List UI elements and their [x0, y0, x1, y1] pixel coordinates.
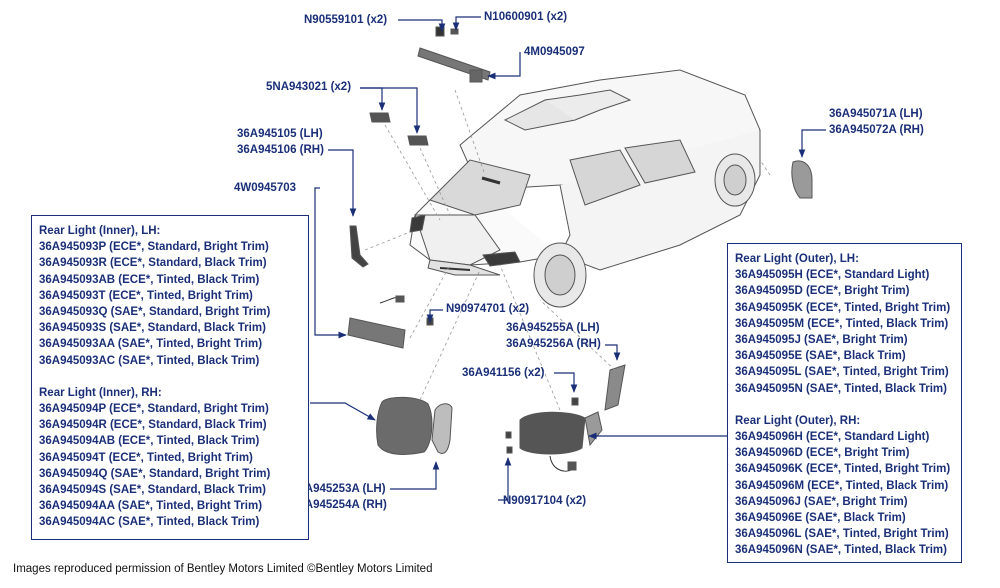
callout-5na943021: 5NA943021 (x2)	[266, 81, 352, 93]
outer-lh-title: Rear Light (Outer), LH:	[735, 253, 859, 265]
callout-n90974701: N90974701 (x2)	[446, 303, 530, 315]
callout-4m0945097: 4M0945097	[524, 46, 585, 58]
inner-rh-item: 36A945094AA (SAE*, Tinted, Bright Trim)	[39, 500, 263, 513]
callout-4w0945703: 4W0945703	[234, 182, 297, 194]
outer-rh-item: 36A945096J (SAE*, Bright Trim)	[735, 495, 908, 508]
inner-lh-item: 36A945093S (SAE*, Standard, Black Trim)	[39, 322, 266, 335]
callout-36a945255a: 36A945255A (LH)	[506, 322, 600, 334]
rear-light-inner-box: Rear Light (Inner), LH: 36A945093P (ECE*…	[31, 215, 309, 540]
outer-lh-item: 36A945095K (ECE*, Tinted, Bright Trim)	[735, 301, 951, 314]
inner-rh-item: 36A945094AB (ECE*, Tinted, Black Trim)	[39, 435, 260, 448]
inner-rh-item: 36A945094S (SAE*, Standard, Black Trim)	[39, 484, 266, 497]
outer-rh-item: 36A945096M (ECE*, Tinted, Black Trim)	[735, 479, 949, 492]
outer-lh-item: 36A945095N (SAE*, Tinted, Black Trim)	[735, 382, 947, 395]
inner-rh-title: Rear Light (Inner), RH:	[39, 386, 162, 399]
callout-36a941156: 36A941156 (x2)	[462, 367, 545, 379]
inner-lh-item: 36A945093AA (SAE*, Tinted, Bright Trim)	[39, 338, 263, 351]
callout-36a945105: 36A945105 (LH)	[237, 128, 323, 140]
callout-36a945256a: 36A945256A (RH)	[506, 338, 601, 350]
inner-lh-item: 36A945093T (ECE*, Tinted, Bright Trim)	[39, 289, 253, 302]
outer-lh-item: 36A945095D (ECE*, Bright Trim)	[735, 285, 910, 298]
callout-n90559101: N90559101 (x2)	[304, 14, 388, 26]
inner-lh-item: 36A945093P (ECE*, Standard, Bright Trim)	[39, 241, 269, 254]
outer-rh-item: 36A945096L (SAE*, Tinted, Bright Trim)	[735, 528, 949, 541]
reference-lines	[364, 89, 771, 411]
inner-lh-item: 36A945093AB (ECE*, Tinted, Black Trim)	[39, 273, 260, 286]
outer-rh-item: 36A945096H (ECE*, Standard Light)	[735, 431, 930, 444]
callout-36a945254a: 36A945254A (RH)	[292, 499, 387, 511]
outer-lh-item: 36A945095J (SAE*, Bright Trim)	[735, 334, 908, 347]
inner-lh-title: Rear Light (Inner), LH:	[39, 225, 161, 237]
outer-rh-item: 36A945096D (ECE*, Bright Trim)	[735, 447, 910, 460]
leader-lines	[310, 16, 826, 501]
outer-lh-item: 36A945095L (SAE*, Tinted, Bright Trim)	[735, 366, 949, 379]
inner-rh-item: 36A945094P (ECE*, Standard, Bright Trim)	[39, 403, 269, 416]
inner-lh-item: 36A945093AC (SAE*, Tinted, Black Trim)	[39, 354, 260, 367]
outer-lh-item: 36A945095M (ECE*, Tinted, Black Trim)	[735, 317, 949, 330]
inner-rh-item: 36A945094R (ECE*, Standard, Black Trim)	[39, 419, 267, 432]
outer-lh-item: 36A945095E (SAE*, Black Trim)	[735, 350, 906, 363]
outer-rh-item: 36A945096K (ECE*, Tinted, Bright Trim)	[735, 463, 951, 476]
inner-rh-item: 36A945094AC (SAE*, Tinted, Black Trim)	[39, 516, 260, 529]
outer-rh-item: 36A945096N (SAE*, Tinted, Black Trim)	[735, 544, 947, 557]
callout-36a945106: 36A945106 (RH)	[237, 144, 324, 156]
callout-n10600901: N10600901 (x2)	[484, 11, 568, 23]
callout-36a945253a: 36A945253A (LH)	[292, 483, 386, 495]
callout-36a945071a: 36A945071A (LH)	[829, 108, 923, 120]
inner-rh-item: 36A945094Q (SAE*, Standard, Bright Trim)	[39, 467, 271, 480]
inner-lh-item: 36A945093R (ECE*, Standard, Black Trim)	[39, 257, 267, 270]
copyright-credit: Images reproduced permission of Bentley …	[13, 563, 433, 575]
callout-n90917104: N90917104 (x2)	[503, 495, 587, 507]
outer-rh-item: 36A945096E (SAE*, Black Trim)	[735, 512, 906, 525]
vehicle-drawing	[409, 69, 761, 308]
callout-36a945072a: 36A945072A (RH)	[829, 124, 924, 136]
inner-rh-item: 36A945094T (ECE*, Tinted, Bright Trim)	[39, 451, 253, 464]
outer-lh-item: 36A945095H (ECE*, Standard Light)	[735, 269, 930, 282]
rear-light-outer-box: Rear Light (Outer), LH: 36A945095H (ECE*…	[727, 243, 962, 563]
inner-lh-item: 36A945093Q (SAE*, Standard, Bright Trim)	[39, 306, 271, 319]
outer-rh-title: Rear Light (Outer), RH:	[735, 414, 861, 427]
